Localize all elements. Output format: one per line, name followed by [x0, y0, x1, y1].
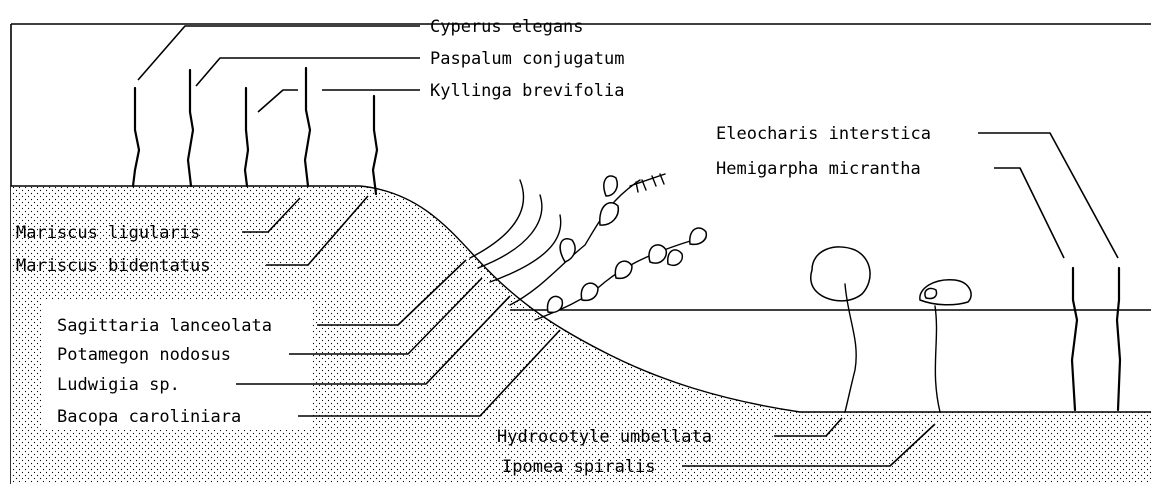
sedge-eleocharis-interstica	[1072, 268, 1077, 410]
sedge-paspalum-conjugatum	[188, 70, 193, 186]
potamogeton-leaf-1	[547, 296, 562, 312]
ludwigia-leaf-2	[600, 203, 619, 225]
sedge-kyllinga-a	[245, 88, 248, 186]
potamogeton-leaf-2	[581, 283, 598, 300]
label-mariscus-ligularis: Mariscus ligularis	[16, 223, 200, 243]
sagittaria-leaf-2	[478, 195, 542, 268]
sedge-cyperus-elegans	[133, 88, 139, 186]
label-kyllinga-brevifolia: Kyllinga brevifolia	[430, 81, 624, 101]
sagittaria-leaf-1	[470, 180, 523, 258]
potamogeton-leaf-4	[649, 245, 666, 263]
ludwigia-stem	[510, 180, 640, 305]
hydrocotyle-petiole-2	[935, 306, 940, 412]
label-potamegon-nodosus: Potamegon nodosus	[57, 345, 231, 365]
label-hydrocotyle-umbellata: Hydrocotyle umbellata	[497, 427, 712, 447]
leader-kyllinga-brevifolia-2	[258, 90, 298, 112]
leader-eleocharis-interstica	[978, 133, 1118, 258]
ludwigia-leaf-3	[604, 176, 617, 196]
hydrocotyle-petiole-1	[845, 284, 856, 412]
potamogeton-leaf-5	[690, 228, 707, 244]
label-eleocharis-interstica: Eleocharis interstica	[716, 124, 931, 144]
sedge-kyllinga-b	[305, 68, 310, 186]
label-cyperus-elegans: Cyperus elegans	[430, 17, 584, 37]
leader-paspalum-conjugatum	[196, 58, 420, 86]
hydrocotyle-leaf-1	[811, 247, 870, 301]
label-paspalum-conjugatum: Paspalum conjugatum	[430, 49, 624, 69]
leader-cyperus-elegans	[138, 26, 420, 80]
potamogeton-leaf-3	[615, 261, 632, 278]
label-hemigarpha-micrantha: Hemigarpha micrantha	[716, 159, 921, 179]
hydrocotyle-leaf-3	[925, 288, 937, 298]
sagittaria-leaf-3	[490, 215, 561, 282]
potamogeton-leaf-6	[668, 250, 683, 265]
label-bacopa-caroliniara: Bacopa caroliniara	[57, 407, 241, 427]
label-ludwigia-sp: Ludwigia sp.	[57, 375, 180, 395]
label-ipomea-spiralis: Ipomea spiralis	[502, 457, 656, 477]
ludwigia-leaf-1	[560, 239, 575, 262]
leader-hemigarpha-micrantha	[994, 168, 1064, 258]
label-sagittaria-lanceolata: Sagittaria lanceolata	[57, 316, 272, 336]
label-mariscus-bidentatus: Mariscus bidentatus	[16, 256, 210, 276]
sedge-mariscus	[373, 96, 377, 194]
sedge-hemigarpha-micrantha	[1117, 268, 1120, 410]
